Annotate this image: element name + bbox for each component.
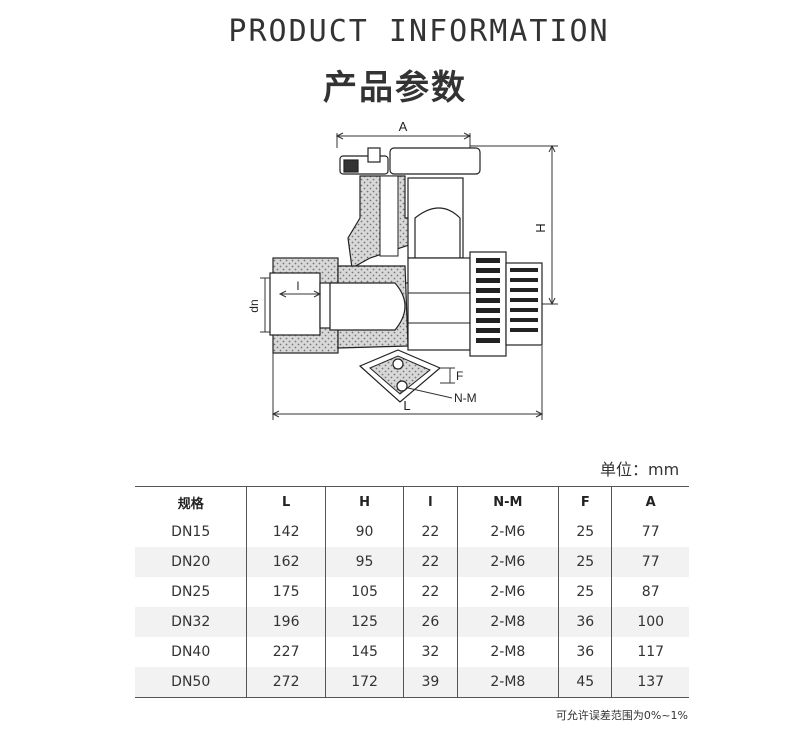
table-cell: 125	[324, 607, 404, 637]
table-cell: 77	[611, 517, 689, 547]
dim-label-nm: N-M	[454, 391, 477, 405]
table-header-row: 规格 L H l N-M F A	[135, 486, 689, 517]
table-cell: 2-M6	[456, 577, 559, 607]
table-cell: 142	[246, 517, 326, 547]
dim-label-h: H	[533, 223, 548, 232]
table-cell: 22	[403, 517, 457, 547]
table-cell: 36	[558, 637, 612, 667]
table-cell: 117	[611, 637, 689, 667]
table-cell: 22	[403, 577, 457, 607]
table-cell: DN20	[135, 547, 247, 577]
title-english: PRODUCT INFORMATION	[228, 14, 610, 49]
table-cell: 100	[611, 607, 689, 637]
col-header: 规格	[177, 496, 204, 512]
table-cell: 2-M6	[456, 517, 559, 547]
table-cell: 162	[246, 547, 326, 577]
table-cell: 90	[324, 517, 404, 547]
table-cell: 2-M8	[456, 667, 559, 698]
table-cell: 45	[558, 667, 612, 698]
table-cell: 25	[558, 517, 612, 547]
col-header: H	[324, 486, 404, 517]
table-cell: 36	[558, 607, 612, 637]
table-cell: DN40	[171, 644, 211, 660]
table-cell: DN15	[171, 524, 211, 540]
table-cell: 2-M6	[456, 547, 559, 577]
title-chinese: 产品参数	[323, 68, 467, 108]
table-cell: 25	[558, 547, 612, 577]
table-cell: 2-M8	[456, 607, 559, 637]
table-cell: 2-M8	[456, 637, 559, 667]
table-cell: 175	[246, 577, 326, 607]
table-cell: 39	[403, 667, 457, 698]
table-cell: 227	[246, 637, 326, 667]
dim-label-l-small: l	[297, 279, 300, 293]
table-cell: 32	[403, 637, 457, 667]
dim-label-l: L	[403, 398, 410, 413]
col-header: F	[558, 486, 612, 517]
table-cell: 137	[611, 667, 689, 698]
valve-technical-drawing: A H	[247, 119, 558, 420]
col-header: A	[611, 486, 689, 517]
table-cell: 26	[403, 607, 457, 637]
table-cell: 87	[611, 577, 689, 607]
tolerance-note: 可允许误差范围为0%~1%	[555, 709, 688, 722]
col-header: L	[246, 486, 326, 517]
dim-label-a: A	[399, 119, 408, 134]
col-header: N-M	[456, 486, 559, 517]
table-cell: DN25	[171, 584, 211, 600]
table-cell: 25	[558, 577, 612, 607]
table-cell: 22	[403, 547, 457, 577]
table-cell: 145	[324, 637, 404, 667]
table-cell: 95	[324, 547, 404, 577]
unit-label: 单位：mm	[600, 460, 680, 479]
table-cell: 272	[246, 667, 326, 698]
col-header: l	[403, 486, 457, 517]
dim-label-dn: dn	[247, 299, 261, 312]
table-cell: DN32	[135, 607, 247, 637]
table-cell: DN50	[135, 667, 247, 698]
table-cell: 172	[324, 667, 404, 698]
dim-label-f: F	[456, 369, 463, 383]
table-cell: 77	[611, 547, 689, 577]
table-cell: 196	[246, 607, 326, 637]
table-cell: 105	[324, 577, 404, 607]
